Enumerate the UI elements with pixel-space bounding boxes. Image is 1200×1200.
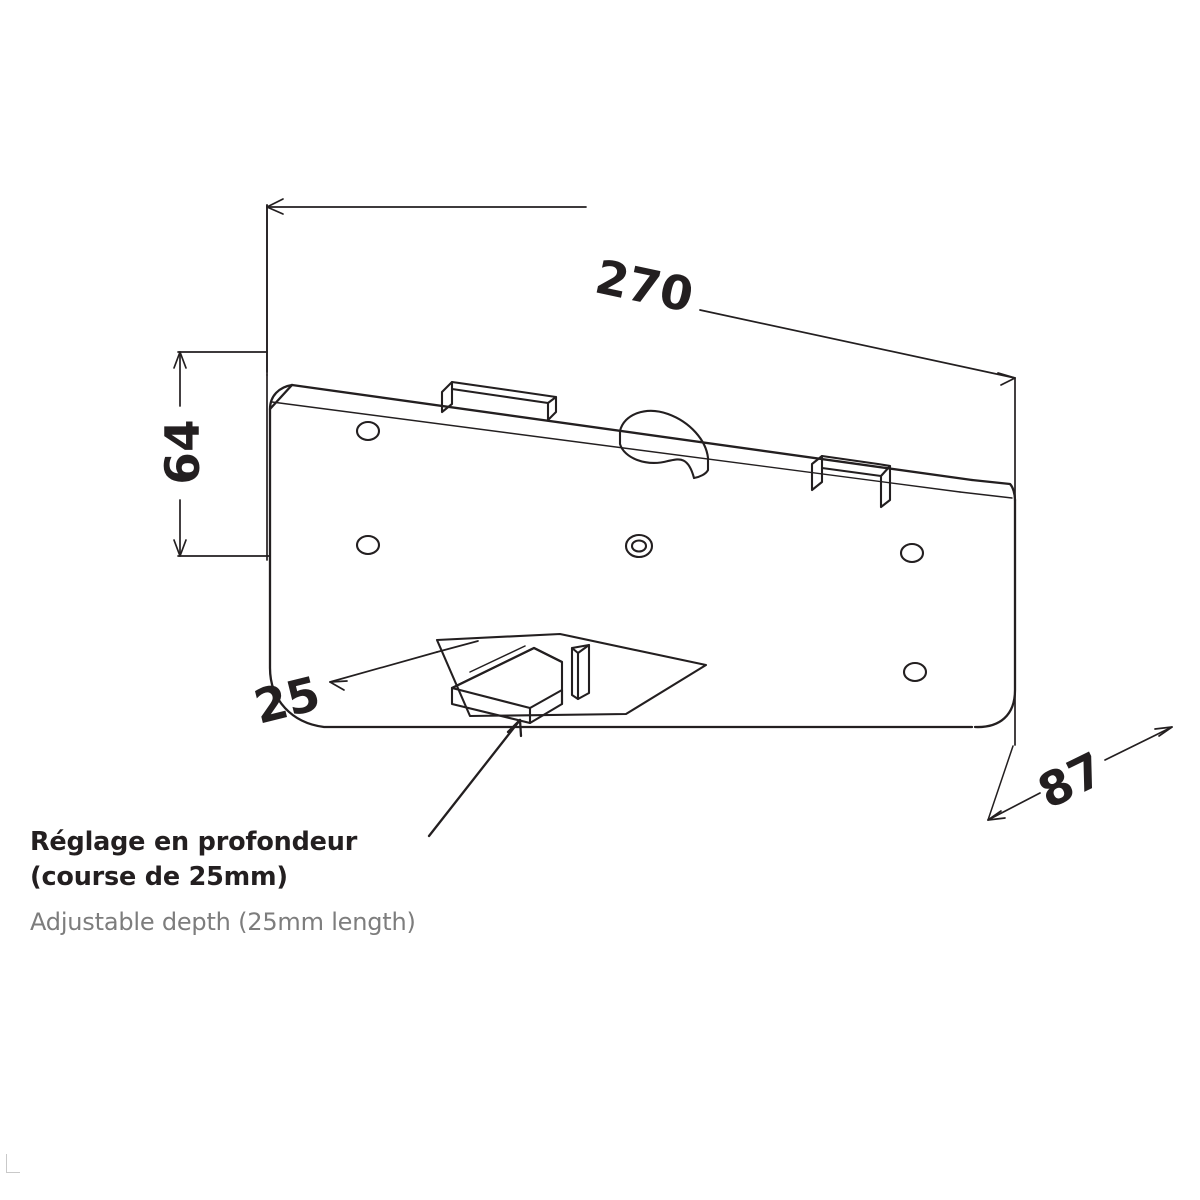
callout-leader [427, 718, 523, 838]
corner-crop-mark [6, 1154, 20, 1173]
mounting-holes [355, 420, 928, 683]
dimension-25 [329, 640, 479, 691]
dimension-label-270: 270 [591, 250, 698, 324]
callout-caption: Réglage en profondeur (course de 25mm) A… [30, 825, 650, 939]
dimension-label-87: 87 [1030, 742, 1113, 820]
dimension-87 [987, 726, 1173, 821]
callout-caption-fr-line2: (course de 25mm) [30, 861, 288, 892]
top-hook-right [810, 454, 892, 509]
dimension-270 [266, 198, 1016, 386]
dimension-label-64: 64 [156, 419, 211, 484]
center-pivot-boss [618, 409, 710, 480]
callout-caption-en: Adjustable depth (25mm length) [30, 908, 416, 937]
bracket-plate-outline [268, 383, 1017, 729]
top-hook-left [440, 380, 558, 422]
callout-caption-fr-line1: Réglage en profondeur [30, 827, 358, 857]
depth-adjust-plate [435, 632, 708, 725]
dimension-64 [173, 351, 187, 557]
